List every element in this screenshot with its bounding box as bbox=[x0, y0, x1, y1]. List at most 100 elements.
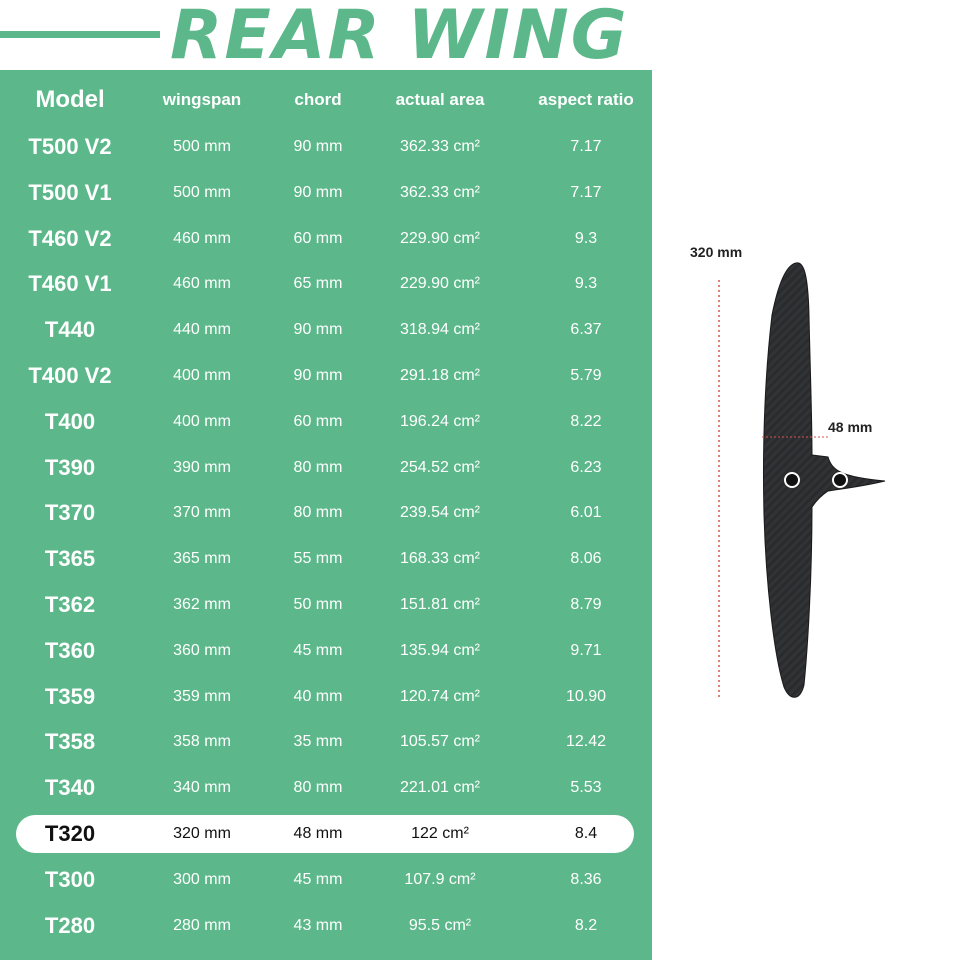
table-row: T460 V1 460 mm 65 mm 229.90 cm² 9.3 bbox=[0, 265, 652, 303]
cell-model: T370 bbox=[44, 500, 96, 526]
cell-model: T365 bbox=[44, 546, 96, 572]
cell-area: 221.01 cm² bbox=[399, 779, 481, 797]
cell-chord: 45 mm bbox=[293, 870, 343, 888]
cell-aspect-ratio: 6.01 bbox=[570, 504, 602, 522]
cell-wingspan: 370 mm bbox=[173, 504, 231, 522]
cell-wingspan: 360 mm bbox=[173, 641, 231, 659]
cell-model: T358 bbox=[44, 729, 96, 755]
cell-chord: 90 mm bbox=[293, 367, 343, 384]
header-wingspan: wingspan bbox=[162, 90, 242, 109]
cell-chord: 50 mm bbox=[293, 596, 343, 613]
cell-area: 239.54 cm² bbox=[399, 504, 481, 522]
cell-chord: 80 mm bbox=[293, 779, 343, 797]
cell-model: T390 bbox=[44, 454, 96, 480]
cell-chord: 65 mm bbox=[293, 275, 343, 293]
mounting-hole-front bbox=[784, 472, 800, 488]
cell-aspect-ratio: 8.22 bbox=[570, 412, 602, 430]
cell-chord: 90 mm bbox=[293, 183, 343, 201]
cell-aspect-ratio: 9.3 bbox=[574, 275, 598, 293]
cell-model: T500 V1 bbox=[28, 179, 112, 205]
cell-aspect-ratio: 5.79 bbox=[570, 367, 602, 384]
title-accent-line bbox=[0, 31, 160, 38]
cell-area: 318.94 cm² bbox=[399, 321, 481, 339]
table-row: T365 365 mm 55 mm 168.33 cm² 8.06 bbox=[0, 540, 652, 578]
cell-aspect-ratio: 5.53 bbox=[570, 779, 602, 797]
cell-model: T400 V2 bbox=[28, 363, 112, 388]
cell-chord: 90 mm bbox=[293, 138, 343, 155]
cell-chord: 48 mm bbox=[293, 825, 343, 842]
cell-aspect-ratio: 9.71 bbox=[570, 641, 602, 659]
cell-wingspan: 500 mm bbox=[173, 138, 231, 155]
cell-chord: 55 mm bbox=[293, 550, 343, 568]
cell-area: 291.18 cm² bbox=[399, 367, 481, 384]
cell-chord: 45 mm bbox=[293, 641, 343, 659]
table-row: T370 370 mm 80 mm 239.54 cm² 6.01 bbox=[0, 494, 652, 532]
cell-wingspan: 400 mm bbox=[173, 412, 231, 430]
cell-wingspan: 440 mm bbox=[173, 321, 231, 339]
cell-aspect-ratio: 8.06 bbox=[570, 550, 602, 568]
cell-wingspan: 460 mm bbox=[173, 229, 231, 247]
cell-wingspan: 460 mm bbox=[173, 275, 231, 293]
cell-model: T400 bbox=[44, 408, 96, 434]
cell-wingspan: 280 mm bbox=[173, 916, 231, 934]
cell-aspect-ratio: 7.17 bbox=[570, 138, 602, 155]
header-aspect-ratio: aspect ratio bbox=[538, 90, 634, 109]
cell-aspect-ratio: 7.17 bbox=[570, 183, 602, 201]
cell-chord: 35 mm bbox=[293, 733, 343, 751]
cell-area: 107.9 cm² bbox=[404, 870, 476, 888]
cell-wingspan: 362 mm bbox=[173, 596, 231, 613]
wing-image bbox=[718, 262, 886, 700]
cell-area: 168.33 cm² bbox=[399, 550, 481, 568]
cell-wingspan: 365 mm bbox=[173, 550, 231, 568]
table-row: T340 340 mm 80 mm 221.01 cm² 5.53 bbox=[0, 769, 652, 807]
table-header: Model wingspan chord actual area aspect … bbox=[0, 81, 652, 119]
cell-model: T300 bbox=[44, 866, 96, 892]
table-row: T500 V1 500 mm 90 mm 362.33 cm² 7.17 bbox=[0, 174, 652, 212]
cell-model: T500 V2 bbox=[28, 134, 112, 159]
cell-chord: 60 mm bbox=[293, 412, 343, 430]
highlight-pill bbox=[16, 815, 634, 853]
cell-wingspan: 359 mm bbox=[173, 687, 231, 705]
cell-area: 135.94 cm² bbox=[399, 641, 481, 659]
cell-aspect-ratio: 8.4 bbox=[574, 825, 598, 842]
cell-chord: 80 mm bbox=[293, 504, 343, 522]
cell-chord: 80 mm bbox=[293, 458, 343, 476]
cell-aspect-ratio: 6.23 bbox=[570, 458, 602, 476]
cell-wingspan: 340 mm bbox=[173, 779, 231, 797]
cell-model: T460 V1 bbox=[28, 271, 112, 297]
cell-model: T460 V2 bbox=[28, 225, 112, 251]
cell-wingspan: 300 mm bbox=[173, 870, 231, 888]
cell-model: T340 bbox=[44, 775, 96, 801]
cell-area: 122 cm² bbox=[411, 825, 469, 842]
cell-model: T280 bbox=[44, 912, 96, 938]
cell-model: T360 bbox=[44, 637, 96, 663]
rear-wing-shape bbox=[762, 262, 886, 698]
cell-aspect-ratio: 9.3 bbox=[574, 229, 598, 247]
page-title: REAR WING bbox=[170, 0, 629, 75]
spec-table: Model wingspan chord actual area aspect … bbox=[0, 70, 652, 960]
cell-chord: 43 mm bbox=[293, 916, 343, 934]
cell-wingspan: 320 mm bbox=[173, 825, 231, 842]
cell-chord: 40 mm bbox=[293, 687, 343, 705]
mounting-hole-rear bbox=[832, 472, 848, 488]
cell-area: 105.57 cm² bbox=[399, 733, 481, 751]
cell-aspect-ratio: 6.37 bbox=[570, 321, 602, 339]
cell-area: 151.81 cm² bbox=[399, 596, 481, 613]
cell-model: T362 bbox=[44, 592, 96, 617]
cell-area: 362.33 cm² bbox=[399, 183, 481, 201]
cell-wingspan: 500 mm bbox=[173, 183, 231, 201]
cell-area: 95.5 cm² bbox=[408, 916, 472, 934]
cell-area: 229.90 cm² bbox=[399, 275, 481, 293]
